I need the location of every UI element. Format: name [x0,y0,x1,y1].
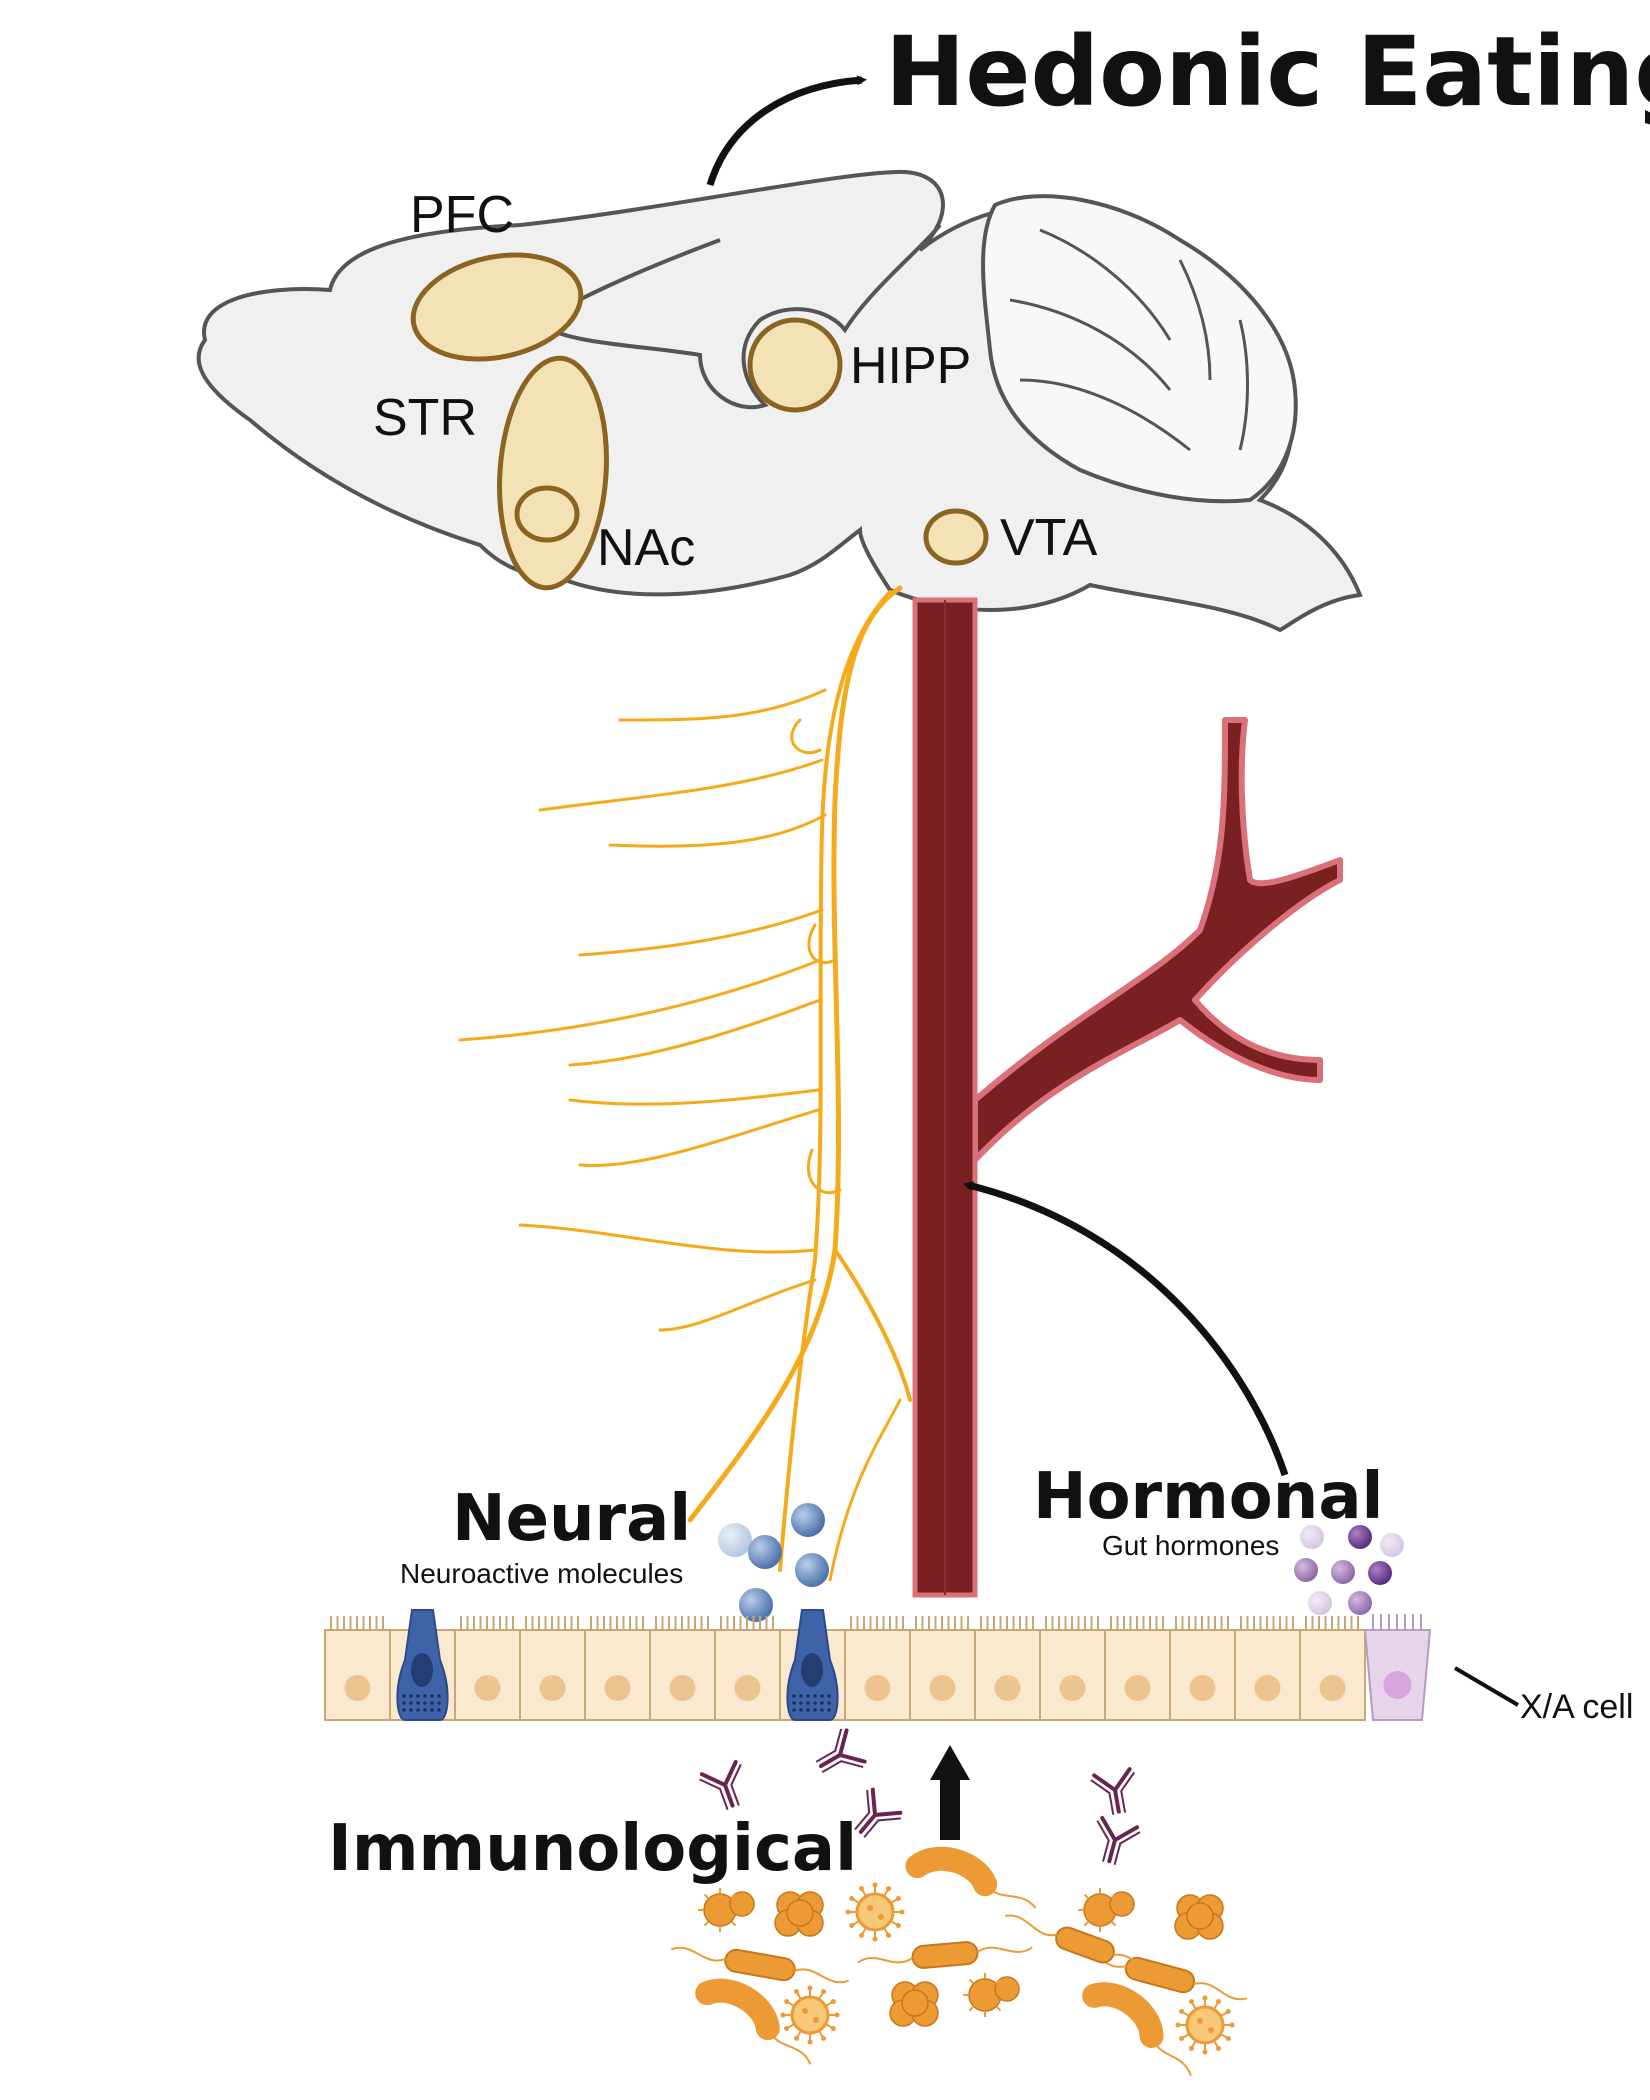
label-pfc: PFC [410,186,514,244]
coccus [963,1973,1020,2017]
label-immunological: Immunological [328,1812,857,1886]
immune-arrow [930,1745,970,1840]
blood-vessel [912,597,1343,1598]
rod-bacterium [1004,1914,1166,1976]
title: Hedonic Eating [885,16,1650,128]
neuroendocrine-cell [389,1609,456,1721]
enterocyte [1169,1616,1236,1721]
curved-bacterium [1082,1982,1192,2077]
label-xa-cell: X/A cell [1520,1688,1633,1726]
curved-bacterium [905,1846,1037,1909]
label-hipp: HIPP [850,337,971,395]
coccus-cluster [774,1891,824,1937]
enterocyte [1039,1616,1106,1721]
label-str: STR [373,389,477,447]
coccus [1078,1888,1135,1932]
antibody [815,1728,867,1774]
enterocyte [844,1616,911,1721]
region-pfc [410,252,584,362]
cerebellum [981,194,1298,504]
region-nac [514,485,580,543]
antibody [1096,1815,1141,1865]
brain: PFC STR NAc HIPP VTA [196,169,1363,633]
virus [1175,1995,1235,2055]
gut-hormones [1294,1525,1404,1615]
antibody [854,1787,903,1838]
enterocyte [584,1616,651,1721]
hormonal-arrow [963,1181,1289,1477]
region-hipp [747,317,843,413]
enterocyte [519,1616,586,1721]
region-vta [923,508,989,566]
enterocyte [454,1616,521,1721]
neuroendocrine-cell [779,1609,846,1721]
rod-bacterium [671,1946,849,1984]
antibody [699,1759,742,1810]
label-neural-sub: Neuroactive molecules [400,1558,683,1589]
enterocyte [649,1616,716,1721]
gut-microbiota [671,1846,1248,2077]
enterocyte [909,1616,976,1721]
enterocyte [324,1616,391,1721]
neuroactive-molecules [718,1503,829,1622]
antibody [1090,1767,1136,1815]
rod-bacterium [857,1941,1033,1969]
curved-bacterium [695,1978,812,2065]
vagus-nerve [458,585,912,1582]
coccus [698,1888,755,1932]
label-hormonal: Hormonal [1033,1460,1383,1534]
enterocyte [1104,1616,1171,1721]
enterocyte [974,1616,1041,1721]
xa-cell [1363,1614,1432,1721]
label-nac: NAc [597,519,695,577]
coccus-cluster [889,1981,939,2027]
label-vta: VTA [1000,509,1098,567]
xa-cell-pointer [1453,1666,1520,1707]
label-hormonal-sub: Gut hormones [1102,1530,1279,1561]
enterocyte [1299,1616,1366,1721]
coccus-cluster [1174,1894,1224,1940]
virus [845,1882,905,1942]
label-neural: Neural [452,1482,691,1556]
enterocyte [714,1616,781,1721]
virus [780,1985,840,2045]
gut-epithelium [324,1609,1432,1721]
title-arrow [706,75,867,187]
antibodies [699,1728,1141,1865]
enterocyte [1234,1616,1301,1721]
